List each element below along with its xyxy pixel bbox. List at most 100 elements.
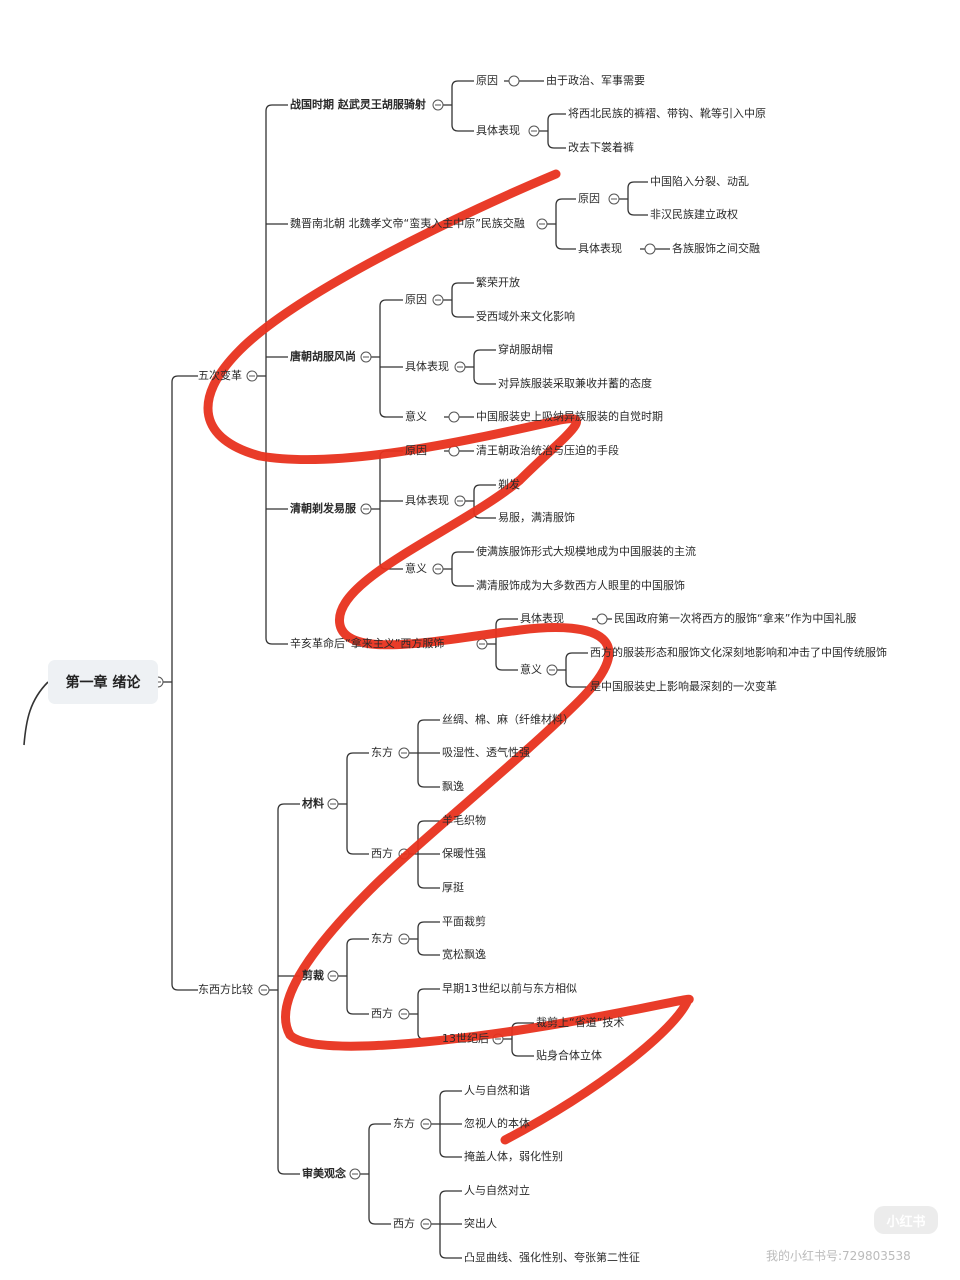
- watermark-logo: 小红书: [874, 1206, 938, 1234]
- node-tang-meaning[interactable]: 意义: [405, 410, 427, 423]
- bracket-connector: [268, 803, 300, 1175]
- node-tang-show[interactable]: 具体表现: [405, 360, 449, 373]
- node-wj-show-1[interactable]: 各族服饰之间交融: [672, 242, 760, 255]
- scribble-stroke: [203, 169, 694, 1145]
- node-qing[interactable]: 清朝剃发易服: [290, 502, 356, 515]
- node-mat-east[interactable]: 东方: [371, 746, 393, 759]
- bracket-connector: [256, 104, 288, 645]
- node-qing-reason[interactable]: 原因: [405, 444, 427, 457]
- node-zg-reason-1[interactable]: 由于政治、军事需要: [546, 74, 645, 87]
- node-wj-reason-2[interactable]: 非汉民族建立政权: [650, 208, 738, 221]
- bracket-connector: [464, 484, 496, 519]
- bracket-connector: [618, 181, 648, 216]
- bracket-connector: [464, 349, 496, 385]
- node-zg-show[interactable]: 具体表现: [476, 124, 520, 137]
- bracket-connector: [556, 652, 588, 688]
- node-qing-meaning[interactable]: 意义: [405, 562, 427, 575]
- node-aes-west-3[interactable]: 凸显曲线、强化性别、夸张第二性征: [464, 1251, 640, 1264]
- node-aes-east-3[interactable]: 掩盖人体，弱化性别: [464, 1150, 563, 1163]
- node-cut-east[interactable]: 东方: [371, 932, 393, 945]
- node-zhanguo[interactable]: 战国时期 赵武灵王胡服骑射: [290, 98, 426, 111]
- collapse-toggle-icon: [508, 75, 520, 87]
- node-aes-west[interactable]: 西方: [393, 1217, 415, 1230]
- watermark-text: 我的小红书号:729803538: [766, 1249, 911, 1263]
- bracket-connector: [538, 113, 566, 149]
- node-wj-show[interactable]: 具体表现: [578, 242, 622, 255]
- node-east-west[interactable]: 东西方比较: [198, 983, 253, 996]
- node-tang-meaning-1[interactable]: 中国服装史上吸纳异族服装的自觉时期: [476, 410, 663, 423]
- node-xh-meaning-1[interactable]: 西方的服装形态和服饰文化深刻地影响和冲击了中国传统服饰: [590, 646, 887, 659]
- node-xh-show[interactable]: 具体表现: [520, 612, 564, 625]
- bracket-connector: [337, 938, 369, 1015]
- bracket-connector: [430, 1090, 462, 1158]
- bracket-connector: [442, 80, 474, 132]
- node-aes-east-2[interactable]: 忽视人的本体: [464, 1117, 530, 1130]
- node-zg-show-1[interactable]: 将西北民族的裤褶、带钩、靴等引入中原: [568, 107, 766, 120]
- bracket-connector: [408, 988, 440, 1040]
- node-mat-west[interactable]: 西方: [371, 847, 393, 860]
- node-tang[interactable]: 唐朝胡服风尚: [290, 350, 356, 363]
- node-wj-reason[interactable]: 原因: [578, 192, 600, 205]
- node-mat-east-3[interactable]: 飘逸: [442, 780, 464, 793]
- edge-curve: [23, 681, 49, 746]
- bracket-connector: [337, 752, 369, 855]
- node-qing-meaning-2[interactable]: 满清服饰成为大多数西方人眼里的中国服饰: [476, 579, 685, 592]
- node-mat-west-1[interactable]: 羊毛织物: [442, 814, 486, 827]
- node-qing-reason-1[interactable]: 清王朝政治统治与压迫的手段: [476, 444, 619, 457]
- node-mat-west-3[interactable]: 厚挺: [442, 881, 464, 894]
- bracket-connector: [502, 1022, 534, 1057]
- node-mat-west-2[interactable]: 保暖性强: [442, 847, 486, 860]
- node-qing-show-2[interactable]: 易服，满清服饰: [498, 511, 575, 524]
- node-xh-meaning[interactable]: 意义: [520, 663, 542, 676]
- collapse-toggle-icon: [596, 613, 608, 625]
- node-aes-west-1[interactable]: 人与自然对立: [464, 1184, 530, 1197]
- root-node[interactable]: 第一章 绪论: [48, 660, 158, 704]
- node-xinhai[interactable]: 辛亥革命后“拿来主义”西方服饰: [290, 637, 445, 650]
- node-aes-east[interactable]: 东方: [393, 1117, 415, 1130]
- bracket-connector: [408, 921, 440, 956]
- node-cut-west-2b[interactable]: 贴身合体立体: [536, 1049, 602, 1062]
- bracket-connector: [546, 198, 576, 250]
- node-tang-reason-2[interactable]: 受西域外来文化影响: [476, 310, 575, 323]
- node-tang-reason[interactable]: 原因: [405, 293, 427, 306]
- node-cut-east-1[interactable]: 平面裁剪: [442, 915, 486, 928]
- node-aes-east-1[interactable]: 人与自然和谐: [464, 1084, 530, 1097]
- bracket-connector: [408, 820, 440, 889]
- node-weijin[interactable]: 魏晋南北朝 北魏孝文帝“蛮夷入主中原”民族交融: [290, 217, 525, 230]
- collapse-toggles: [152, 75, 656, 1230]
- node-qing-meaning-1[interactable]: 使满族服饰形式大规模地成为中国服装的主流: [476, 545, 696, 558]
- node-aes-west-2[interactable]: 突出人: [464, 1217, 497, 1230]
- node-mat-east-1[interactable]: 丝绸、棉、麻（纤维材料）: [442, 713, 574, 726]
- bracket-connector: [486, 618, 518, 671]
- node-zg-show-2[interactable]: 改去下裳着裤: [568, 141, 634, 154]
- bracket-connector: [162, 375, 198, 991]
- node-zg-reason[interactable]: 原因: [476, 74, 498, 87]
- node-qing-show[interactable]: 具体表现: [405, 494, 449, 507]
- node-five-changes[interactable]: 五次变革: [198, 369, 242, 382]
- node-material[interactable]: 材料: [302, 797, 324, 810]
- collapse-toggle-icon: [644, 243, 656, 255]
- bracket-connector: [370, 299, 403, 418]
- node-xh-meaning-2[interactable]: 是中国服装史上影响最深刻的一次变革: [590, 680, 777, 693]
- node-wj-reason-1[interactable]: 中国陷入分裂、动乱: [650, 175, 749, 188]
- node-tang-show-2[interactable]: 对异族服装采取兼收并蓄的态度: [498, 377, 652, 390]
- node-cut-east-2[interactable]: 宽松飘逸: [442, 948, 486, 961]
- node-tang-show-1[interactable]: 穿胡服胡帽: [498, 343, 553, 356]
- bracket-connector: [442, 282, 474, 318]
- bracket-connector: [370, 450, 403, 570]
- collapse-toggle-icon: [448, 411, 460, 423]
- node-xh-show-1[interactable]: 民国政府第一次将西方的服饰“拿来”作为中国礼服: [614, 612, 857, 625]
- node-cut-west-1[interactable]: 早期13世纪以前与东方相似: [442, 982, 577, 995]
- node-cut-west-2[interactable]: 13世纪后: [442, 1032, 489, 1045]
- bracket-connector: [442, 551, 474, 587]
- node-qing-show-1[interactable]: 剃发: [498, 478, 520, 491]
- bracket-connector: [430, 1190, 462, 1259]
- node-cut-west-2a[interactable]: 裁剪上“省道”技术: [536, 1016, 625, 1029]
- node-cut[interactable]: 剪裁: [302, 969, 324, 982]
- bracket-connector: [359, 1123, 391, 1225]
- node-cut-west[interactable]: 西方: [371, 1007, 393, 1020]
- node-tang-reason-1[interactable]: 繁荣开放: [476, 276, 520, 289]
- node-aesthetic[interactable]: 审美观念: [302, 1167, 346, 1180]
- node-mat-east-2[interactable]: 吸湿性、透气性强: [442, 746, 530, 759]
